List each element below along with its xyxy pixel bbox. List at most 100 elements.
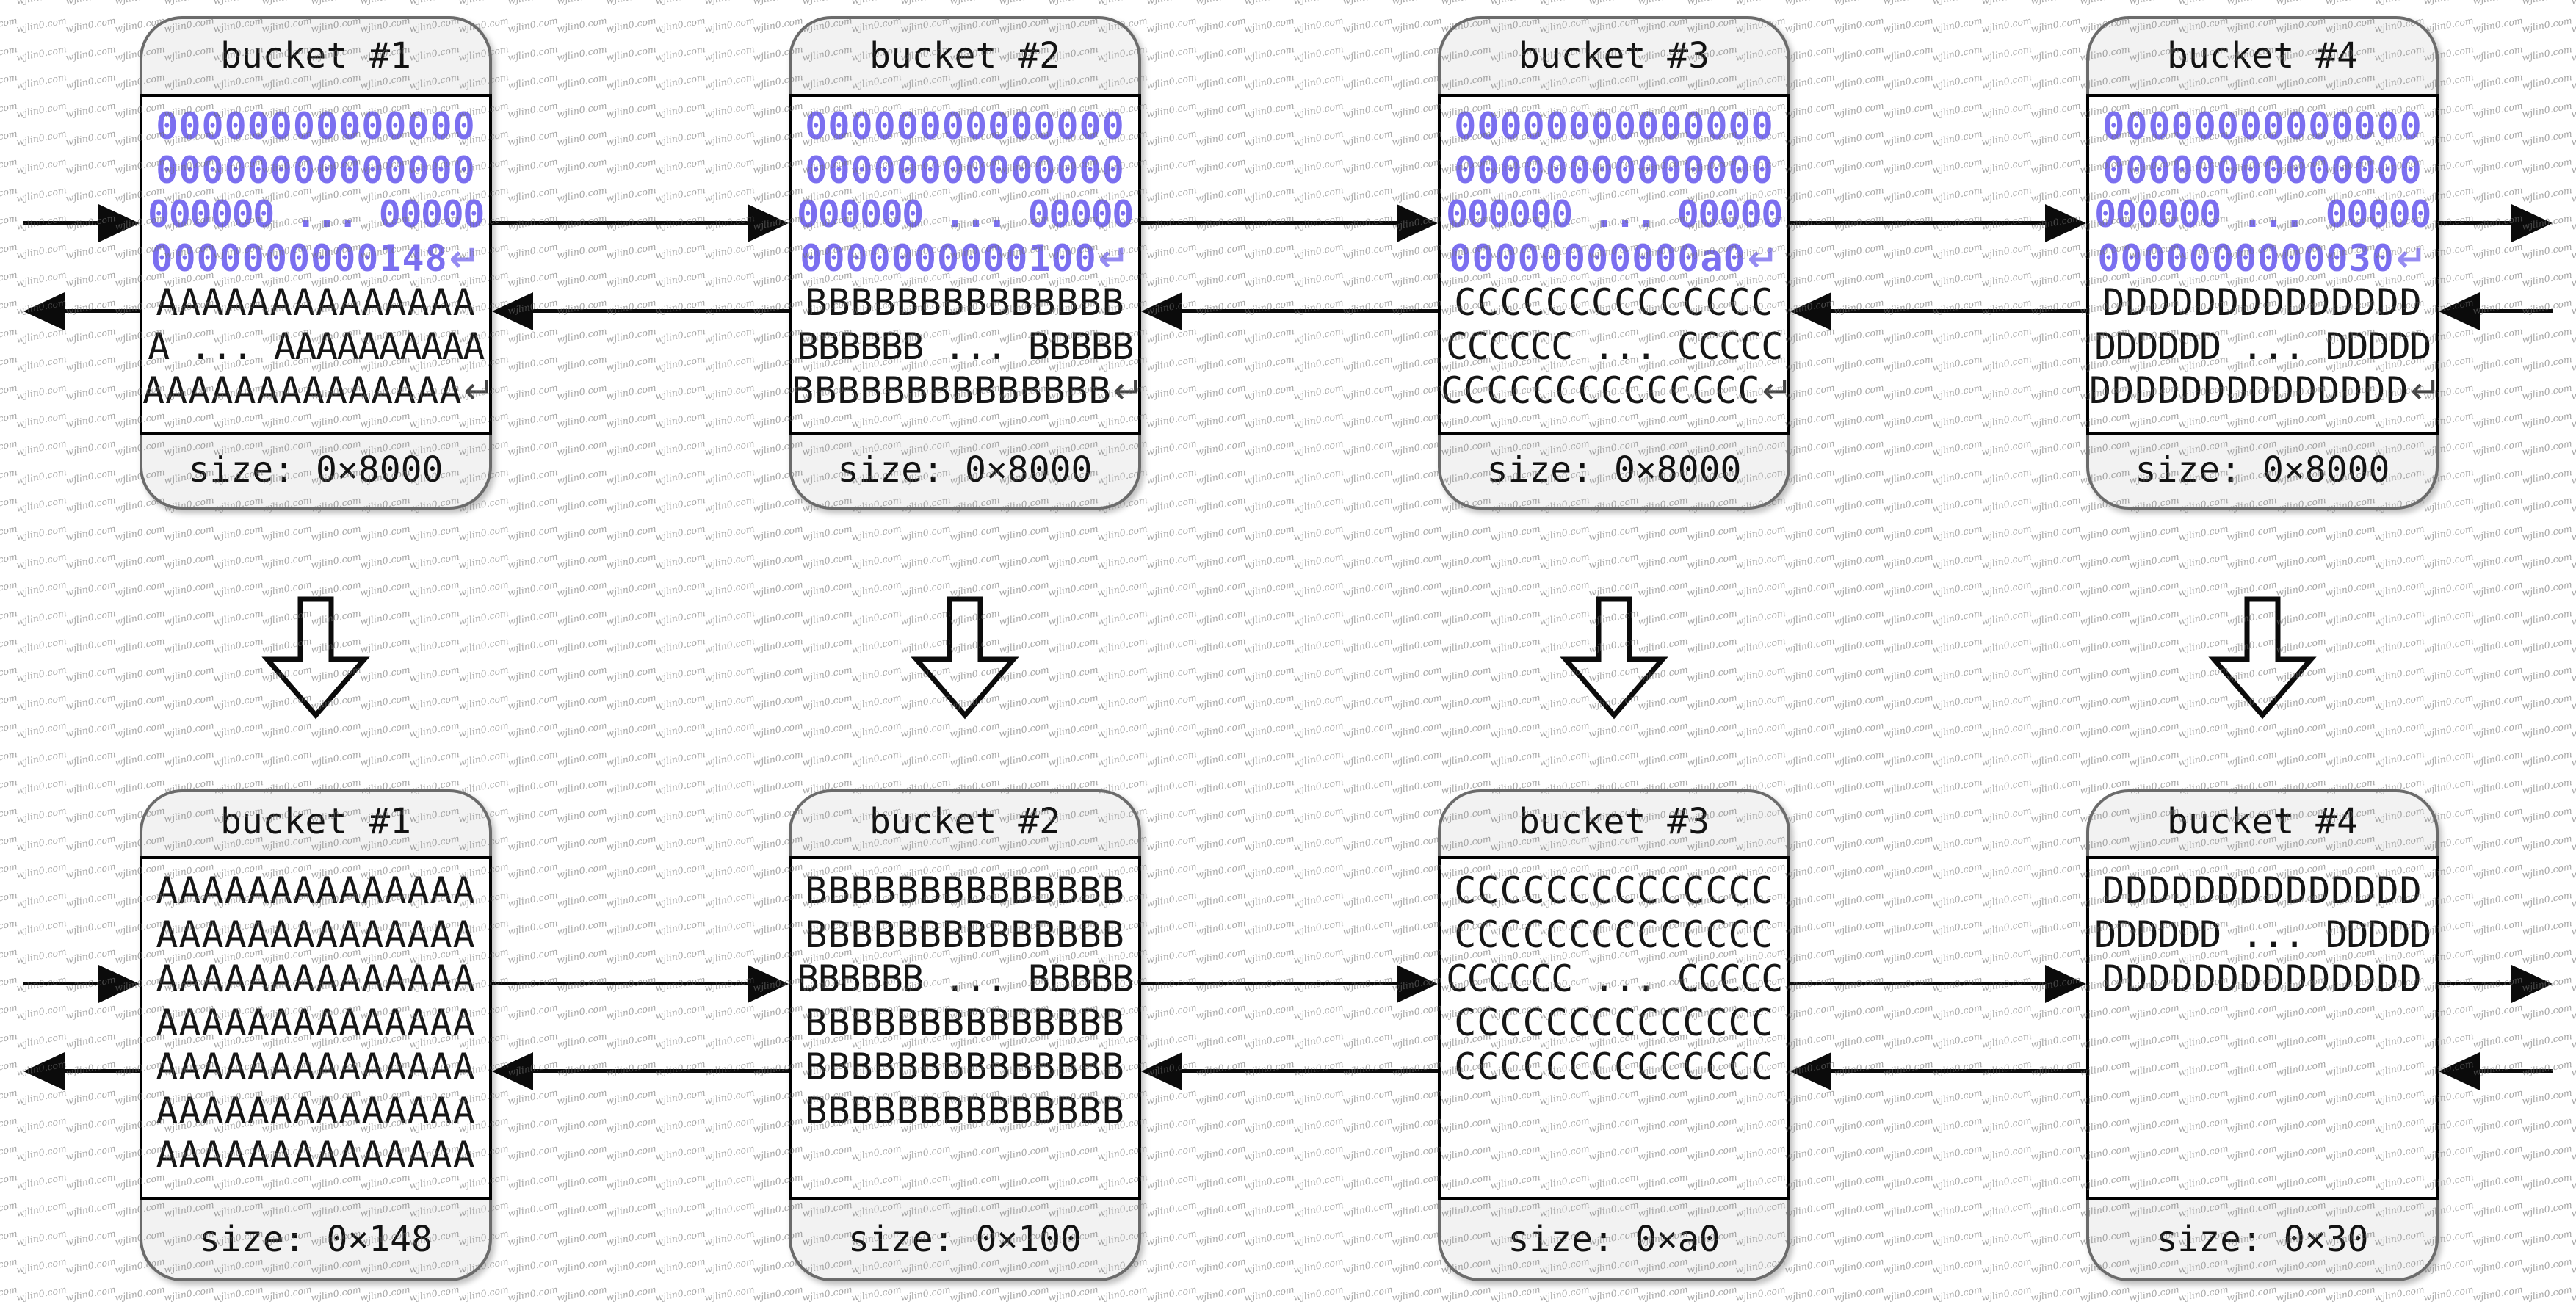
watermark-text: wjlin0.com (1686, 579, 1737, 599)
watermark-text: wjlin0.com (2030, 1171, 2081, 1191)
watermark-text: wjlin0.com (1293, 1115, 1345, 1134)
prev-pointer-arrow (23, 1049, 140, 1093)
arrow-shaft (23, 221, 104, 225)
watermark-text: wjlin0.com (1391, 1030, 1442, 1050)
watermark-text: wjlin0.com (2030, 607, 2081, 627)
watermark-text: wjlin0.com (753, 635, 804, 655)
watermark-text: wjlin0.com (605, 861, 656, 881)
watermark-text: wjlin0.com (802, 1284, 853, 1304)
watermark-text: wjlin0.com (1735, 551, 1787, 571)
watermark-text: wjlin0.com (1588, 0, 1639, 7)
watermark-text: wjlin0.com (2570, 382, 2576, 402)
watermark-text: wjlin0.com (1244, 410, 1295, 430)
watermark-text: wjlin0.com (1538, 523, 1590, 543)
watermark-text: wjlin0.com (2521, 579, 2572, 599)
bucket-body: 0000000000000000000000000000000000 ... 0… (140, 94, 492, 435)
watermark-text: wjlin0.com (1931, 1199, 1983, 1219)
watermark-text: wjlin0.com (65, 1256, 116, 1275)
line-text: BBBBBBBBBBBBBB (805, 1090, 1124, 1132)
watermark-text: wjlin0.com (212, 0, 264, 7)
watermark-text: wjlin0.com (2570, 861, 2576, 881)
line-text: DDDDDDDDDDDDDD (2089, 369, 2409, 412)
watermark-text: wjlin0.com (1931, 917, 1983, 937)
watermark-text: wjlin0.com (1342, 607, 1393, 627)
watermark-text: wjlin0.com (2570, 974, 2576, 993)
watermark-text: wjlin0.com (507, 0, 558, 7)
watermark-text: wjlin0.com (1931, 1228, 1983, 1248)
watermark-text: wjlin0.com (2521, 466, 2572, 486)
watermark-text: wjlin0.com (408, 720, 460, 740)
watermark-text: wjlin0.com (1931, 1143, 1983, 1163)
watermark-text: wjlin0.com (1195, 128, 1246, 148)
watermark-text: wjlin0.com (1833, 833, 1884, 852)
watermark-text: wjlin0.com (2472, 1143, 2523, 1163)
watermark-text: wjlin0.com (1980, 353, 2032, 373)
watermark-text: wjlin0.com (212, 607, 264, 627)
bucket-title: bucket #1 (142, 34, 489, 78)
watermark-text: wjlin0.com (556, 1284, 607, 1304)
watermark-text: wjlin0.com (2030, 410, 2081, 430)
watermark-text: wjlin0.com (114, 551, 165, 571)
watermark-text: wjlin0.com (2570, 353, 2576, 373)
watermark-text: wjlin0.com (753, 523, 804, 543)
arrow-shaft (2474, 309, 2553, 313)
watermark-text: wjlin0.com (2472, 551, 2523, 571)
watermark-text: wjlin0.com (1784, 635, 1836, 655)
data-line: CCCCCC ... CCCCC (1441, 325, 1787, 369)
watermark-text: wjlin0.com (2570, 579, 2576, 599)
arrow-head (98, 965, 140, 1003)
watermark-text: wjlin0.com (2570, 720, 2576, 740)
return-symbol-icon: ↵ (2396, 237, 2428, 280)
watermark-text: wjlin0.com (65, 1030, 116, 1050)
watermark-text: wjlin0.com (2324, 523, 2376, 543)
watermark-text: wjlin0.com (1342, 776, 1393, 796)
bucket-body: DDDDDDDDDDDDDDDDDDDD ... DDDDDDDDDDDDDDD… (2086, 856, 2439, 1200)
watermark-text: wjlin0.com (1882, 635, 1933, 655)
watermark-text: wjlin0.com (2373, 748, 2425, 768)
watermark-text: wjlin0.com (163, 664, 214, 684)
watermark-text: wjlin0.com (1195, 466, 1246, 486)
watermark-text: wjlin0.com (1293, 776, 1345, 796)
watermark-text: wjlin0.com (1342, 861, 1393, 881)
watermark-text: wjlin0.com (507, 607, 558, 627)
watermark-text: wjlin0.com (2472, 579, 2523, 599)
watermark-text: wjlin0.com (1293, 664, 1345, 684)
watermark-text: wjlin0.com (949, 523, 1000, 543)
watermark-text: wjlin0.com (2472, 889, 2523, 909)
watermark-text: wjlin0.com (949, 720, 1000, 740)
data-line: AAAAAAAAAAAAAA (142, 1045, 489, 1089)
watermark-text: wjlin0.com (114, 748, 165, 768)
watermark-text: wjlin0.com (1931, 664, 1983, 684)
bucket-body: CCCCCCCCCCCCCCCCCCCCCCCCCCCCCCCCCC ... C… (1438, 856, 1790, 1200)
watermark-text: wjlin0.com (0, 1087, 18, 1107)
hexdump-line: 00000000000000 (1441, 148, 1787, 192)
watermark-text: wjlin0.com (2570, 156, 2576, 176)
watermark-text: wjlin0.com (1980, 1228, 2032, 1248)
watermark-text: wjlin0.com (2030, 494, 2081, 514)
watermark-text: wjlin0.com (1293, 1171, 1345, 1191)
data-line: AAAAAAAAAAAAAA (142, 913, 489, 957)
watermark-text: wjlin0.com (507, 1228, 558, 1248)
watermark-text: wjlin0.com (605, 269, 656, 289)
watermark-text: wjlin0.com (1342, 1256, 1393, 1275)
watermark-text: wjlin0.com (2324, 1284, 2376, 1304)
watermark-text: wjlin0.com (605, 382, 656, 402)
watermark-text: wjlin0.com (1980, 156, 2032, 176)
watermark-text: wjlin0.com (703, 1143, 755, 1163)
watermark-text: wjlin0.com (2521, 1115, 2572, 1134)
watermark-text: wjlin0.com (753, 551, 804, 571)
watermark-text: wjlin0.com (1293, 635, 1345, 655)
watermark-text: wjlin0.com (1980, 410, 2032, 430)
arrow-head (23, 1052, 65, 1090)
line-text: 00000000000a0 (1449, 237, 1745, 280)
watermark-text: wjlin0.com (1244, 748, 1295, 768)
watermark-text: wjlin0.com (605, 71, 656, 91)
watermark-text: wjlin0.com (703, 748, 755, 768)
watermark-text: wjlin0.com (507, 410, 558, 430)
watermark-text: wjlin0.com (2570, 551, 2576, 571)
watermark-text: wjlin0.com (1784, 861, 1836, 881)
data-line: AAAAAAAAAAAAAA (142, 1133, 489, 1177)
watermark-text: wjlin0.com (1146, 100, 1197, 120)
watermark-text: wjlin0.com (1980, 692, 2032, 712)
